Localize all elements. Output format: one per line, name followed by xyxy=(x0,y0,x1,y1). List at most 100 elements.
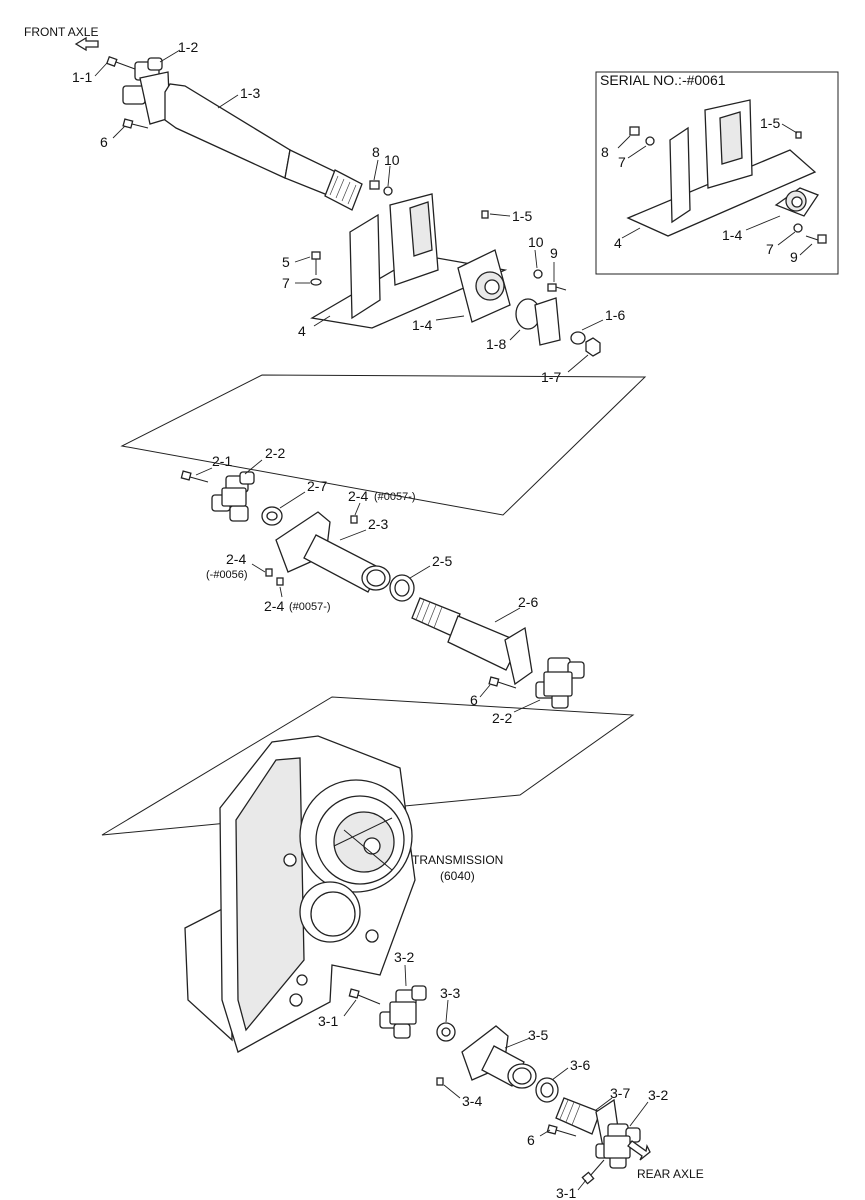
group-1-front-shaft: 1-2 1-1 6 1-3 8 10 5 7 4 1-5 10 9 1-4 1-… xyxy=(72,39,625,385)
inset-label-7b: 7 xyxy=(766,241,774,257)
inset-label-4: 4 xyxy=(614,235,622,251)
rear-axle-arrow-icon xyxy=(627,1140,651,1161)
label-2-4-top-serial: (#0057-) xyxy=(374,491,416,503)
label-6b: 6 xyxy=(470,692,478,708)
grease-nipple-2-4-bottom-icon xyxy=(276,577,284,586)
transmission-label: TRANSMISSION (6040) xyxy=(412,853,503,883)
group-3-labels: 3-2 3-3 3-1 3-5 3-6 3-4 3-7 3-2 6 3-1 xyxy=(318,949,668,1200)
washer-7-icon xyxy=(310,278,322,286)
group-2-labels: 2-1 2-2 2-7 2-4 (#0057-) 2-3 2-4 (-#0056… xyxy=(206,445,538,726)
inset-label-9: 9 xyxy=(790,249,798,265)
front-axle-indicator: FRONT AXLE xyxy=(24,25,99,52)
grease-nipple-2-4-top-icon xyxy=(350,515,358,524)
label-2-5: 2-5 xyxy=(432,553,452,569)
slip-yoke-2-3-icon xyxy=(275,511,391,593)
label-3-1b: 3-1 xyxy=(556,1185,576,1200)
universal-joint-3-2b-icon xyxy=(595,1123,641,1169)
inset-bearing-1-4-icon xyxy=(774,187,819,217)
universal-joint-2-2-icon xyxy=(211,471,255,522)
support-bracket-4-icon xyxy=(310,193,508,329)
label-6: 6 xyxy=(100,134,108,150)
label-4: 4 xyxy=(298,323,306,339)
inset-nipple-1-5-icon xyxy=(795,131,802,139)
inset-nut-8-icon xyxy=(629,126,640,136)
label-2-4-bottom-serial: (#0057-) xyxy=(289,601,331,613)
label-3-2: 3-2 xyxy=(394,949,414,965)
label-2-2b: 2-2 xyxy=(492,710,512,726)
washer-10b-icon xyxy=(533,269,543,279)
bearing-housing-1-4-icon xyxy=(457,249,511,323)
dust-cap-2-5-icon xyxy=(389,574,415,602)
bolt-5-icon xyxy=(311,251,321,275)
bolt-6b-icon xyxy=(488,676,517,689)
label-2-3: 2-3 xyxy=(368,516,388,532)
serial-inset-box: SERIAL NO.:-#0061 8 xyxy=(595,71,839,275)
shaft-1-3-icon xyxy=(164,83,363,211)
label-3-5: 3-5 xyxy=(528,1027,548,1043)
inset-label-7: 7 xyxy=(618,154,626,170)
bolt-2-1-icon xyxy=(180,470,209,483)
label-10b: 10 xyxy=(528,234,544,250)
spline-shaft-2-6-icon xyxy=(411,597,533,686)
grease-nipple-2-4-left-icon xyxy=(265,568,273,577)
label-1-5: 1-5 xyxy=(512,208,532,224)
label-2-1: 2-1 xyxy=(212,453,232,469)
group-2-intermediate-shaft: 2-1 2-2 2-7 2-4 (#0057-) 2-3 2-4 (-#0056… xyxy=(180,445,585,726)
inset-washer-7b-icon xyxy=(793,223,803,233)
grease-nipple-3-4-icon xyxy=(436,1077,444,1086)
washer-10-icon xyxy=(383,186,393,196)
nut-1-7-icon xyxy=(585,337,601,357)
universal-joint-2-2b-icon xyxy=(535,657,585,709)
companion-yoke-1-8-icon xyxy=(515,297,561,346)
inset-washer-7-icon xyxy=(645,136,655,146)
label-3-3: 3-3 xyxy=(440,985,460,1001)
label-2-2: 2-2 xyxy=(265,445,285,461)
inset-bolt-9-icon xyxy=(805,234,827,244)
label-2-4-top: 2-4 xyxy=(348,488,368,504)
transmission-title: TRANSMISSION xyxy=(412,853,503,867)
label-9: 9 xyxy=(550,245,558,261)
washer-1-6-icon xyxy=(570,331,586,345)
nut-8-icon xyxy=(369,180,380,190)
connection-plane-1 xyxy=(120,374,647,516)
bolt-3-1-icon xyxy=(348,988,381,1005)
universal-joint-1-2-icon xyxy=(122,57,171,125)
label-3-2b: 3-2 xyxy=(648,1087,668,1103)
label-1-1: 1-1 xyxy=(72,69,92,85)
label-2-7: 2-7 xyxy=(307,478,327,494)
front-axle-arrow-icon xyxy=(74,36,99,52)
label-3-4: 3-4 xyxy=(462,1093,482,1109)
label-1-6: 1-6 xyxy=(605,307,625,323)
inset-label-1-5: 1-5 xyxy=(760,115,780,131)
inset-title: SERIAL NO.:-#0061 xyxy=(600,72,726,88)
label-1-8: 1-8 xyxy=(486,336,506,352)
grease-nipple-1-5-icon xyxy=(481,210,489,219)
universal-joint-3-2-icon xyxy=(379,985,427,1039)
inset-label-1-4: 1-4 xyxy=(722,227,742,243)
label-1-4: 1-4 xyxy=(412,317,432,333)
group-1-labels: 1-2 1-1 6 1-3 8 10 5 7 4 1-5 10 9 1-4 1-… xyxy=(72,39,625,385)
group-2-leaders xyxy=(195,459,541,713)
label-3-6: 3-6 xyxy=(570,1057,590,1073)
bolt-1-1-icon xyxy=(106,55,136,70)
dust-cap-3-6-icon xyxy=(535,1077,559,1103)
transmission-housing-icon xyxy=(184,735,416,1053)
slip-yoke-3-5-icon xyxy=(461,1025,537,1089)
bolt-6c-icon xyxy=(546,1124,577,1137)
inset-label-8: 8 xyxy=(601,144,609,160)
rear-axle-label: REAR AXLE xyxy=(637,1167,704,1181)
group-1-leaders xyxy=(94,49,604,373)
label-3-7: 3-7 xyxy=(610,1085,630,1101)
label-2-4-left-serial: (-#0056) xyxy=(206,569,248,581)
label-7: 7 xyxy=(282,275,290,291)
group-3-leaders xyxy=(343,964,649,1191)
bolt-9-icon xyxy=(547,283,567,292)
group-3-rear-shaft: REAR AXLE 3-2 3-3 3-1 3-5 3-6 3-4 3-7 3-… xyxy=(318,949,704,1200)
label-6c: 6 xyxy=(527,1132,535,1148)
label-5: 5 xyxy=(282,254,290,270)
rear-axle-indicator: REAR AXLE xyxy=(627,1140,704,1181)
label-2-6: 2-6 xyxy=(518,594,538,610)
bolt-6-icon xyxy=(122,118,149,129)
label-8: 8 xyxy=(372,144,380,160)
label-2-4-left: 2-4 xyxy=(226,551,246,567)
